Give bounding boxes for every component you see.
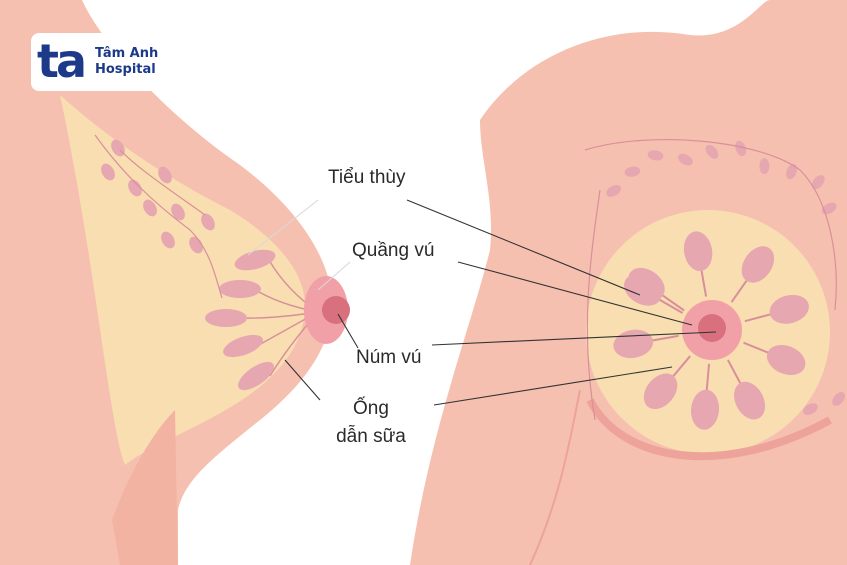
label-nipple: Núm vú <box>356 347 422 368</box>
front-small-lobule-4 <box>624 166 641 177</box>
side-lobule-2 <box>205 309 247 327</box>
front-small-lobule-3 <box>606 184 622 197</box>
front-lobule-4 <box>734 381 766 420</box>
leader-nipple-front <box>431 331 717 346</box>
front-small-lobule-20 <box>832 392 845 406</box>
side-lobule-3 <box>223 334 263 358</box>
side-small-lobule-3 <box>158 166 172 184</box>
front-small-lobule-21 <box>802 403 818 416</box>
front-view-nipple <box>698 314 726 342</box>
side-small-lobule-7 <box>161 231 175 249</box>
side-small-lobule-8 <box>201 213 215 231</box>
label-areola: Quầng vú <box>352 240 435 261</box>
leader-areola-side <box>317 261 351 291</box>
leader-duct-side <box>284 359 321 401</box>
side-small-lobule-2 <box>128 179 142 197</box>
logo-name-line1: Tâm Anh <box>95 46 159 61</box>
hospital-logo: ta Tâm Anh Hospital <box>31 33 171 91</box>
front-lobule-9 <box>628 267 665 301</box>
front-lobule-5 <box>690 389 720 430</box>
side-view-nipple <box>322 296 350 324</box>
front-small-lobule-5 <box>647 150 664 161</box>
front-lobule-3 <box>766 344 806 375</box>
side-lobule-4 <box>238 361 274 391</box>
side-small-lobule-1 <box>101 163 115 181</box>
side-small-lobule-4 <box>143 199 157 217</box>
front-lobule-1 <box>741 246 775 283</box>
front-small-lobule-12 <box>821 202 837 215</box>
front-view-glands <box>584 139 845 430</box>
front-small-lobule-7 <box>705 144 719 159</box>
leader-lines <box>247 199 717 406</box>
front-lobule-6 <box>643 373 678 410</box>
leader-areola-front <box>457 261 693 326</box>
leader-lobule-front <box>406 199 641 296</box>
logo-name: Tâm Anh Hospital <box>95 46 158 78</box>
side-view-chest-wall <box>112 410 178 565</box>
label-milk-duct-line1: Ống <box>353 398 389 419</box>
front-lobule-2 <box>769 294 809 324</box>
logo-name-line2: Hospital <box>95 62 156 77</box>
logo-mark: ta <box>37 34 87 88</box>
label-lobule: Tiểu thùy <box>328 167 406 188</box>
side-duct-network <box>94 134 223 299</box>
side-lobule-1 <box>219 280 261 298</box>
label-milk-duct-line2: dẫn sữa <box>336 426 406 447</box>
front-small-lobule-9 <box>759 158 770 175</box>
side-view-breast <box>0 0 333 565</box>
front-lobule-0 <box>683 231 713 272</box>
front-view-underline <box>586 398 832 461</box>
leader-nipple-side <box>337 313 359 349</box>
leader-duct-front <box>433 366 673 406</box>
leader-lobule-side <box>247 199 319 256</box>
front-small-lobule-6 <box>678 153 693 166</box>
label-milk-duct: Ống dẫn sữa <box>328 398 414 448</box>
front-small-lobule-8 <box>735 140 747 157</box>
side-view-fat-tissue <box>60 95 305 465</box>
front-small-lobule-10 <box>786 163 797 180</box>
side-small-lobule-5 <box>171 203 185 221</box>
front-view-skin-fold <box>529 389 581 565</box>
side-lobule-0 <box>234 249 276 271</box>
front-small-lobule-11 <box>811 175 825 190</box>
